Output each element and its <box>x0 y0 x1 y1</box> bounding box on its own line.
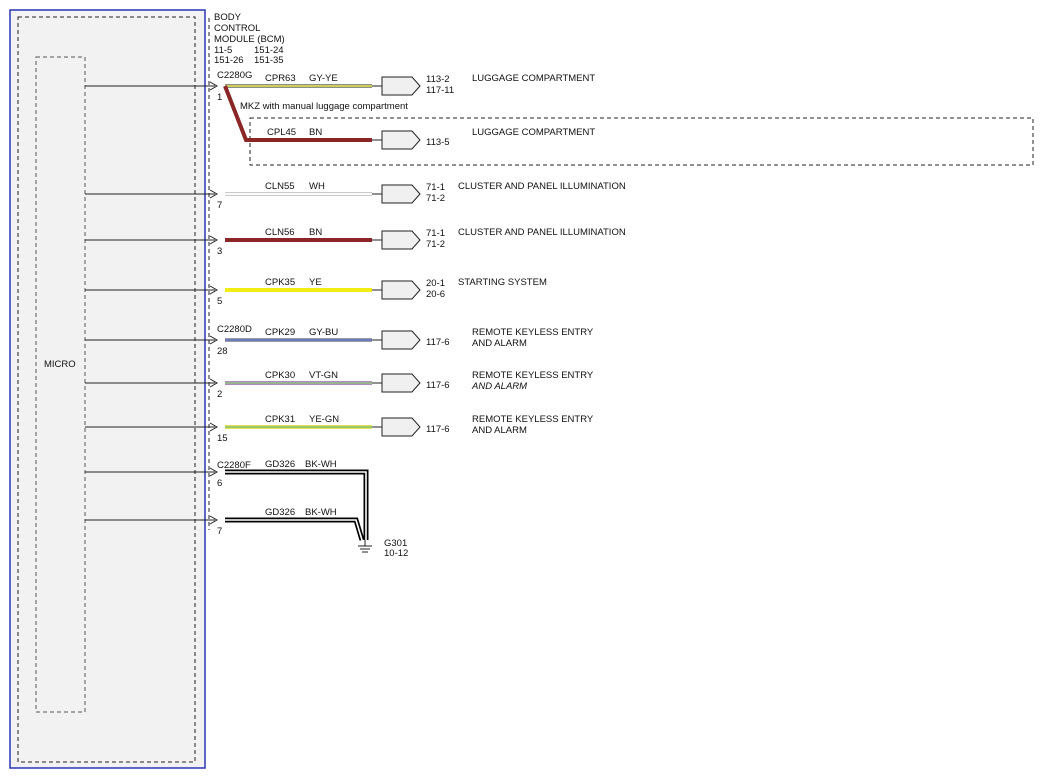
pin-arrow <box>209 189 219 199</box>
connector-flag <box>381 373 421 393</box>
circuit-label: CPK29 <box>265 327 295 338</box>
wire-color-label: BK-WH <box>305 507 337 518</box>
circuit-label: CLN56 <box>265 227 295 238</box>
destination-label: AND ALARM <box>472 338 527 349</box>
connector-label: C2280F <box>217 460 251 471</box>
circuit-label: CPK31 <box>265 414 295 425</box>
page-ref: 20-6 <box>426 289 445 300</box>
circuit-label: CLN55 <box>265 181 295 192</box>
module-ref: 151-35 <box>254 55 284 66</box>
destination-label: CLUSTER AND PANEL ILLUMINATION <box>458 181 626 192</box>
pin-arrow <box>209 422 219 432</box>
module-inner-boundary <box>17 16 196 763</box>
option-boundary <box>249 117 1034 166</box>
pin-arrow <box>209 335 219 345</box>
connector-flag <box>381 76 421 96</box>
module-ref: 11-5 <box>214 45 232 56</box>
pin-number: 5 <box>217 296 222 307</box>
pin-arrow <box>209 467 219 477</box>
pin-number: 7 <box>217 526 222 537</box>
pin-number: 7 <box>217 200 222 211</box>
pin-number: 1 <box>217 92 222 103</box>
pin-arrow <box>209 515 219 525</box>
page-ref: 113-5 <box>426 137 450 148</box>
wire-color-label: GY-YE <box>309 73 338 84</box>
connector-flag <box>381 184 421 204</box>
pin-number: 15 <box>217 433 228 444</box>
micro-label: MICRO <box>44 359 76 370</box>
destination-label: AND ALARM <box>471 381 527 392</box>
page-ref: 71-2 <box>426 239 445 250</box>
wire <box>225 517 365 541</box>
pin-number: 3 <box>217 246 222 257</box>
connector-flag <box>381 130 421 150</box>
wire-stripe <box>225 519 363 541</box>
pin-arrow <box>209 378 219 388</box>
module-title-line-1: BODY <box>214 12 242 23</box>
circuit-label: CPK30 <box>265 370 295 381</box>
pin-arrow <box>209 81 219 91</box>
wire-color-label: YE-GN <box>309 414 339 425</box>
wire-color-label: BN <box>309 127 322 138</box>
destination-label: LUGGAGE COMPARTMENT <box>472 73 595 84</box>
connector-label: C2280G <box>217 70 252 81</box>
module-title-line-3: MODULE (BCM) <box>214 34 285 45</box>
wire <box>223 85 372 142</box>
page-ref: 117-6 <box>426 380 450 391</box>
module-box <box>9 9 206 769</box>
page-ref: 71-1 <box>426 228 445 239</box>
wire-color-label: BN <box>309 227 322 238</box>
wire-stripe <box>225 471 367 540</box>
page-ref: 117-11 <box>426 85 454 96</box>
circuit-label: GD326 <box>265 459 295 470</box>
ground-symbol <box>358 540 372 553</box>
ground-name: G301 <box>384 538 407 549</box>
connector-flag <box>381 230 421 250</box>
wire-color-label: WH <box>309 181 325 192</box>
connector-flag <box>381 330 421 350</box>
destination-label: LUGGAGE COMPARTMENT <box>472 127 595 138</box>
wire <box>225 469 369 540</box>
wire-color-label: BK-WH <box>305 459 337 470</box>
page-ref: 117-6 <box>426 337 450 348</box>
page-ref: 20-1 <box>426 278 445 289</box>
pin-arrow <box>209 285 219 295</box>
destination-label: AND ALARM <box>472 425 527 436</box>
connector-label: C2280D <box>217 324 252 335</box>
circuit-label: CPR63 <box>265 73 296 84</box>
pin-arrow <box>209 235 219 245</box>
ground-page: 10-12 <box>384 548 408 559</box>
wire-color-label: YE <box>309 277 322 288</box>
pin-number: 6 <box>217 478 222 489</box>
pin-number: 2 <box>217 389 222 400</box>
micro-box <box>35 56 86 713</box>
circuit-label: CPK35 <box>265 277 295 288</box>
destination-label: REMOTE KEYLESS ENTRY <box>472 327 594 338</box>
pin-number: 28 <box>217 346 228 357</box>
destination-label: REMOTE KEYLESS ENTRY <box>472 414 594 425</box>
module-ref: 151-26 <box>214 55 244 66</box>
page-ref: 71-1 <box>426 182 445 193</box>
wire-color-label: VT-GN <box>309 370 338 381</box>
page-ref: 71-2 <box>426 193 445 204</box>
page-ref: 117-6 <box>426 424 450 435</box>
module-ref: 151-24 <box>254 45 284 56</box>
circuit-label: CPL45 <box>267 127 296 138</box>
circuit-label: GD326 <box>265 507 295 518</box>
module-title-line-2: CONTROL <box>214 23 260 34</box>
destination-label: STARTING SYSTEM <box>458 277 547 288</box>
wire-color-label: GY-BU <box>309 327 338 338</box>
connector-flag <box>381 417 421 437</box>
page-ref: 113-2 <box>426 74 450 85</box>
destination-label: REMOTE KEYLESS ENTRY <box>472 370 594 381</box>
connector-flag <box>381 280 421 300</box>
destination-label: CLUSTER AND PANEL ILLUMINATION <box>458 227 626 238</box>
option-note: MKZ with manual luggage compartment <box>240 101 408 112</box>
